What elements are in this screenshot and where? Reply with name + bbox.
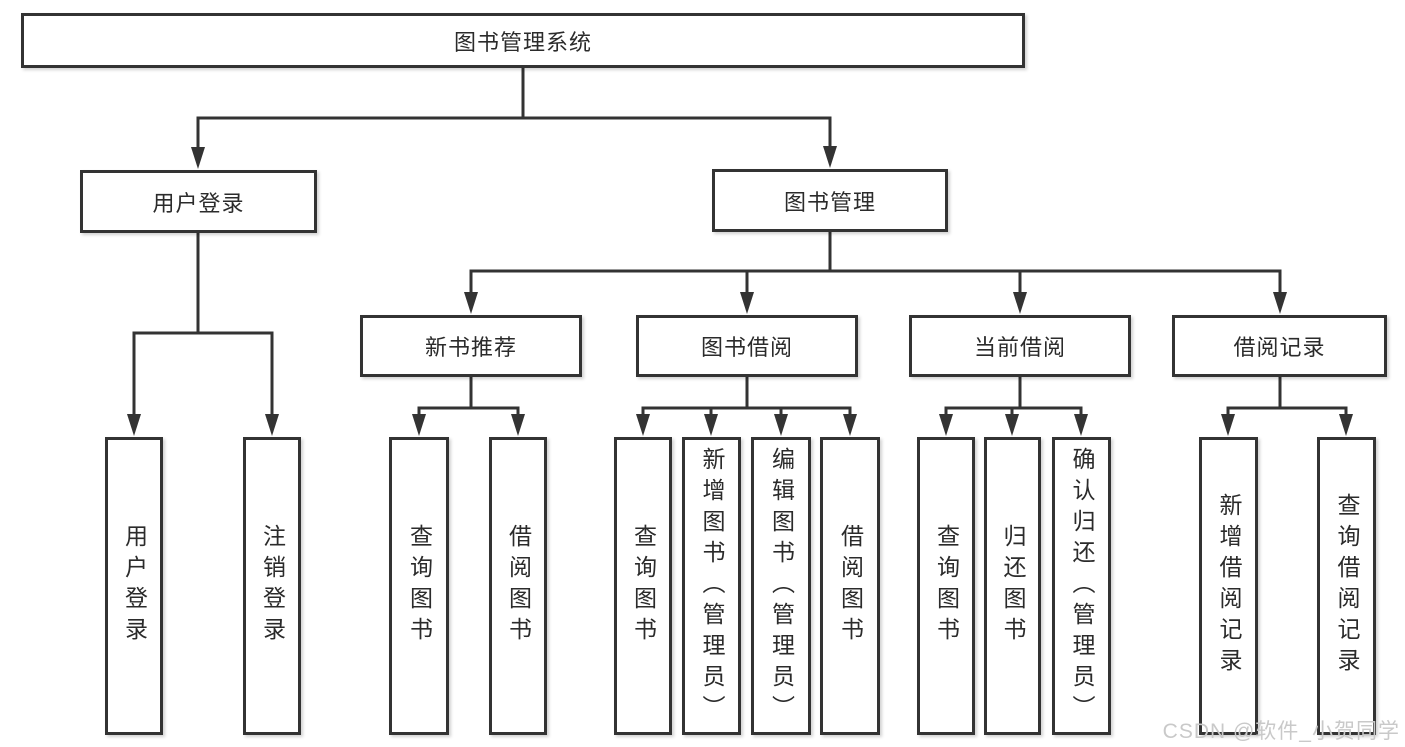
leaf-query-borrow-record: 查询借阅记录 (1317, 437, 1376, 735)
leaf-query-books-current: 查询图书 (917, 437, 975, 735)
leaf-user-login: 用户登录 (105, 437, 163, 735)
leaf-borrow-books-recommend-label: 借阅图书 (505, 524, 532, 648)
leaf-borrow-books-recommend: 借阅图书 (489, 437, 547, 735)
leaf-add-borrow-record: 新增借阅记录 (1199, 437, 1258, 735)
node-book-borrowing: 图书借阅 (636, 315, 858, 377)
node-book-borrowing-label: 图书借阅 (700, 335, 793, 360)
leaf-query-books-recommend-label: 查询图书 (406, 524, 433, 648)
leaf-logout: 注销登录 (243, 437, 301, 735)
leaf-return-books: 归还图书 (984, 437, 1041, 735)
leaf-add-borrow-record-label: 新增借阅记录 (1216, 493, 1242, 679)
node-book-management: 图书管理 (712, 169, 948, 232)
leaf-query-books-current-label: 查询图书 (933, 524, 960, 648)
node-borrow-records-label: 借阅记录 (1233, 335, 1326, 360)
leaf-return-books-label: 归还图书 (1000, 524, 1026, 648)
leaf-confirm-return-admin: 确认归还（管理员） (1052, 437, 1111, 735)
connector-borrow-records-children (1221, 377, 1353, 436)
node-library-system: 图书管理系统 (21, 13, 1025, 68)
connector-user-login-children (127, 233, 279, 436)
leaf-query-books-borrowing: 查询图书 (614, 437, 672, 735)
connector-book-management-children (464, 232, 1287, 314)
leaf-borrow-books-borrowing: 借阅图书 (820, 437, 880, 735)
leaf-edit-books-admin: 编辑图书（管理员） (751, 437, 811, 735)
node-current-borrowing: 当前借阅 (909, 315, 1131, 377)
node-library-system-label: 图书管理系统 (453, 29, 592, 55)
node-new-book-recommend: 新书推荐 (360, 315, 582, 377)
leaf-confirm-return-admin-label: 确认归还（管理员） (1069, 446, 1095, 726)
leaf-borrow-books-borrowing-label: 借阅图书 (837, 524, 864, 648)
leaf-query-books-borrowing-label: 查询图书 (630, 524, 657, 648)
leaf-query-books-recommend: 查询图书 (389, 437, 449, 735)
leaf-edit-books-admin-label: 编辑图书（管理员） (768, 446, 795, 726)
connector-new-book-recommend-children (412, 377, 525, 436)
node-book-management-label: 图书管理 (783, 189, 876, 215)
node-user-login: 用户登录 (80, 170, 317, 233)
csdn-watermark: CSDN @软件_小贺同学 (1162, 720, 1400, 743)
connector-book-borrowing-children (636, 377, 857, 436)
node-user-login-label: 用户登录 (152, 190, 245, 216)
leaf-user-login-label: 用户登录 (121, 524, 148, 648)
node-current-borrowing-label: 当前借阅 (973, 335, 1066, 360)
leaf-query-borrow-record-label: 查询借阅记录 (1334, 493, 1360, 679)
node-borrow-records: 借阅记录 (1172, 315, 1387, 377)
connector-root-to-level2 (191, 68, 837, 169)
leaf-add-books-admin: 新增图书（管理员） (682, 437, 741, 735)
node-new-book-recommend-label: 新书推荐 (424, 335, 517, 360)
leaf-add-books-admin-label: 新增图书（管理员） (699, 446, 725, 726)
leaf-logout-label: 注销登录 (259, 524, 286, 648)
connector-current-borrowing-children (939, 377, 1088, 436)
